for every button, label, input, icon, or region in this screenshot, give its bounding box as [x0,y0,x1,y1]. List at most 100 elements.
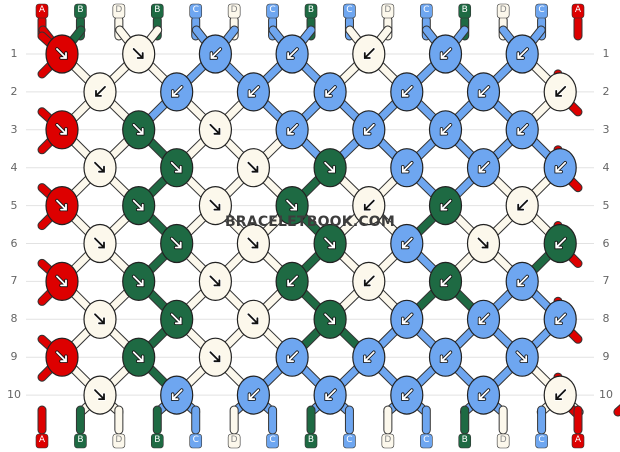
strand-label-bottom: D [384,435,392,445]
row-number-label-left: 1 [10,47,18,60]
forward-knot-arrow-icon [323,312,336,325]
strand-label-bottom: A [574,435,582,445]
backward-knot-arrow-icon [286,47,299,60]
backward-knot-arrow-icon [171,85,184,98]
strand-label-bottom: C [192,435,199,445]
backward-knot-arrow-icon [363,350,376,363]
strand-label-bottom: D [230,435,238,445]
strand-label-top-bg [571,3,585,19]
strand-label-top-bg [496,3,510,19]
strand-label-bottom-bg [343,433,356,449]
row-number-label-right: 10 [599,388,613,402]
row-number-label-left: 2 [10,84,18,98]
backward-knot-arrow-icon [286,350,299,363]
strand-label-bottom: C [423,435,430,445]
backward-knot-arrow-icon [247,388,261,401]
backward-knot-arrow-icon [439,198,453,212]
strand-label-bottom-bg [304,433,318,449]
strand-label-top-bg [227,3,241,19]
forward-knot-arrow-icon [208,198,222,212]
row-number-label-left: 7 [10,274,18,288]
strand-label-top-bg [458,3,472,19]
strand-label-bottom-bg [496,433,510,449]
strand-label-bottom-bg [266,433,279,449]
row-number-label-left: 9 [10,350,18,364]
strand-label-top-bg [343,3,356,19]
strand-label-top: D [230,5,238,15]
backward-knot-arrow-icon [94,85,107,98]
strand-label-top-bg [266,3,279,19]
forward-knot-arrow-icon [55,123,68,136]
strand-label-top: C [269,5,276,15]
row-number-label-right: 4 [602,160,610,174]
forward-knot-arrow-icon [515,350,528,363]
strand-label-bottom-bg [150,433,164,449]
strand-label-bottom: B [77,435,84,445]
row-number-label-left: 10 [7,388,21,402]
strand-label-top-bg [304,3,318,19]
backward-knot-arrow-icon [516,47,529,60]
strand-label-bottom-bg [189,433,203,449]
strand-label-bottom-bg [419,433,433,449]
backward-knot-arrow-icon [247,85,261,98]
strand-label-top: C [423,5,430,15]
strand-label-top: B [461,5,468,15]
strand-label-bottom-bg [535,433,548,449]
row-number-label-right: 5 [602,198,610,212]
backward-knot-arrow-icon [401,388,414,401]
backward-knot-arrow-icon [171,388,184,401]
strand-label-bottom-bg [381,433,395,449]
strand-label-bottom: C [346,435,353,445]
backward-knot-arrow-icon [363,198,376,212]
forward-knot-arrow-icon [323,161,336,174]
strand-label-top: B [77,5,84,15]
row-number-label-left: 8 [10,312,18,326]
row-number-label-right: 1 [602,47,610,60]
forward-knot-arrow-icon [55,274,68,288]
strand-label-top-bg [535,3,548,19]
strand-label-top-bg [74,3,87,19]
forward-knot-arrow-icon [208,274,222,288]
forward-knot-arrow-icon [208,123,222,136]
backward-knot-arrow-icon [286,123,299,136]
backward-knot-arrow-icon [554,388,567,401]
backward-knot-arrow-icon [477,388,491,401]
strand-label-top-bg [381,3,395,19]
strand-label-bottom-bg [74,433,87,449]
forward-knot-arrow-icon [132,47,145,60]
forward-knot-arrow-icon [246,312,260,325]
row-number-label-right: 2 [602,84,610,98]
forward-knot-arrow-icon [55,198,68,212]
forward-knot-arrow-icon [170,236,183,250]
backward-knot-arrow-icon [324,85,337,98]
strand-label-top-bg [419,3,433,19]
strand-label-top: B [307,5,315,15]
backward-knot-arrow-icon [516,123,529,136]
backward-knot-arrow-icon [439,350,453,363]
backward-knot-arrow-icon [439,274,453,288]
backward-knot-arrow-icon [554,161,567,174]
strand-label-top: D [499,5,507,15]
forward-knot-arrow-icon [55,47,68,60]
strand-label-bottom-bg [458,433,472,449]
forward-knot-arrow-icon [208,350,222,363]
forward-knot-arrow-icon [285,198,298,212]
forward-knot-arrow-icon [246,236,260,250]
forward-knot-arrow-icon [55,350,68,363]
forward-knot-arrow-icon [93,236,106,250]
backward-knot-arrow-icon [324,388,337,401]
strand-label-bottom: B [461,435,468,445]
forward-knot-arrow-icon [132,274,145,288]
strand-label-top-bg [150,3,164,19]
row-number-label-left: 4 [10,160,18,174]
backward-knot-arrow-icon [401,85,414,98]
forward-knot-arrow-icon [476,236,490,250]
backward-knot-arrow-icon [516,274,529,288]
strand-label-top: A [38,5,46,15]
row-number-label-left: 3 [10,122,18,136]
strand-label-bottom: D [499,435,507,445]
row-number-label-right: 6 [602,236,610,250]
backward-knot-arrow-icon [477,312,491,325]
forward-knot-arrow-icon [246,161,260,174]
